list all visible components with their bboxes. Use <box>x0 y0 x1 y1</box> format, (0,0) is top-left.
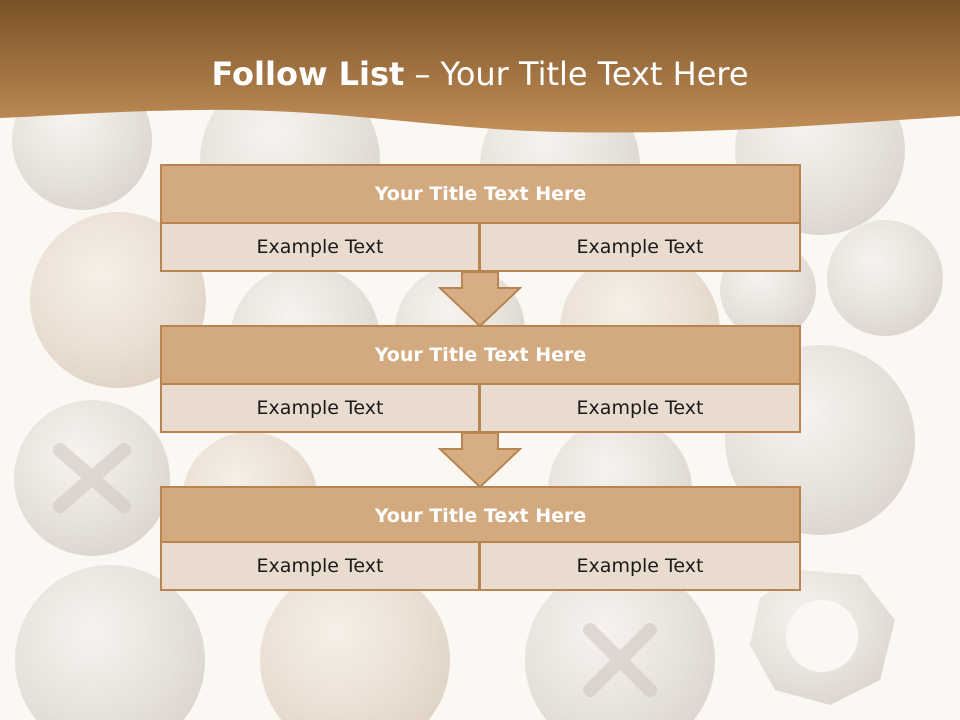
list-item-left-text[interactable]: Example Text <box>160 383 480 433</box>
slide-title-bold: Follow List <box>211 55 405 93</box>
list-item-right-text[interactable]: Example Text <box>479 541 801 591</box>
down-arrow-icon <box>438 271 522 328</box>
list-item: Your Title Text Here Example Text Exampl… <box>160 325 801 433</box>
list-item-title[interactable]: Your Title Text Here <box>160 164 801 224</box>
list-item-title[interactable]: Your Title Text Here <box>160 325 801 385</box>
list-item: Your Title Text Here Example Text Exampl… <box>160 164 801 272</box>
list-item-left-text[interactable]: Example Text <box>160 222 480 272</box>
list-item-left-text[interactable]: Example Text <box>160 541 480 591</box>
down-arrow-icon <box>438 432 522 489</box>
list-item-right-text[interactable]: Example Text <box>479 383 801 433</box>
header-band <box>0 0 960 133</box>
list-item: Your Title Text Here Example Text Exampl… <box>160 486 801 594</box>
slide-title-rest: – Your Title Text Here <box>414 55 749 93</box>
slide-title: Follow List– Your Title Text Here <box>0 52 960 96</box>
list-item-right-text[interactable]: Example Text <box>479 222 801 272</box>
list-item-title[interactable]: Your Title Text Here <box>160 486 801 546</box>
